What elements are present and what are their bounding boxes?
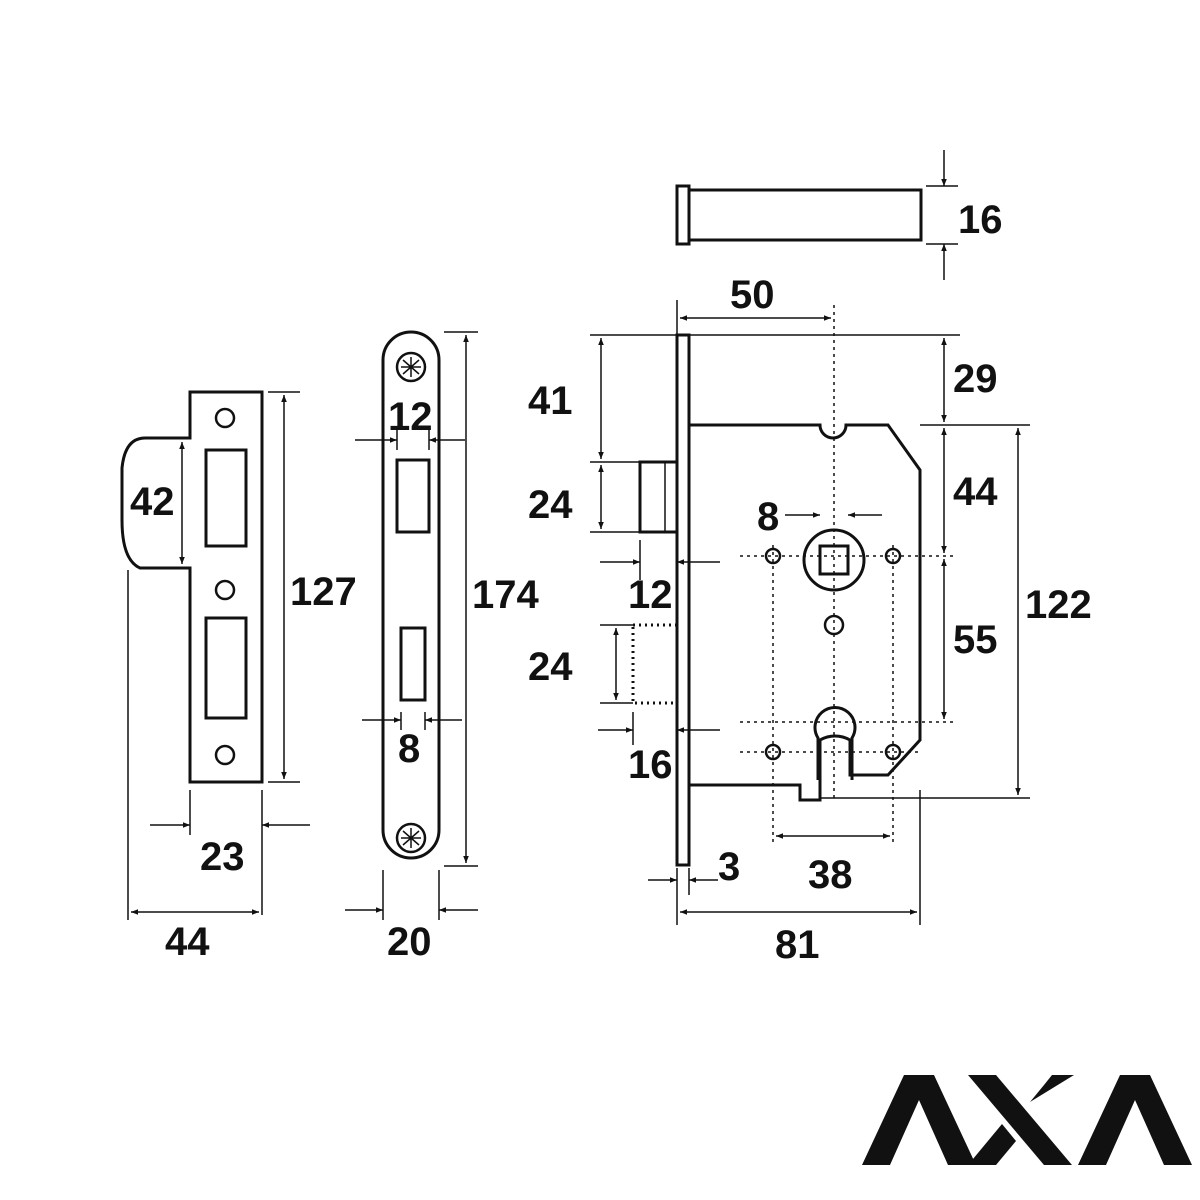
forend-to-case-label: 29	[953, 357, 998, 401]
forend-width-label: 20	[387, 920, 432, 964]
strike-total-width-label: 44	[165, 920, 210, 964]
top-to-latch-label: 41	[528, 379, 573, 423]
fixing-centres-label: 38	[808, 853, 853, 897]
bolt-height-label: 24	[528, 645, 573, 689]
forend-bolt-slot-label: 8	[398, 727, 420, 771]
forend-plate	[345, 330, 478, 920]
strike-lip-label: 42	[130, 480, 175, 524]
latch-projection-label: 12	[628, 573, 673, 617]
top-screw-icon	[395, 351, 427, 383]
backset-label: 50	[730, 273, 775, 317]
axa-logo	[862, 1075, 1192, 1165]
strike-width-label: 23	[200, 835, 245, 879]
case-height-label: 122	[1025, 583, 1092, 627]
latch-height-label: 24	[528, 483, 573, 527]
bolt-projection-label: 16	[628, 743, 673, 787]
lock-body	[590, 300, 1030, 925]
case-depth-label: 81	[775, 923, 820, 967]
follower-square-label: 8	[757, 495, 779, 539]
case-top-to-follower-label: 44	[953, 470, 998, 514]
forend-latch-slot-label: 12	[388, 395, 433, 439]
strike-plate	[120, 390, 310, 920]
forend-thickness-label: 3	[718, 845, 740, 889]
forend-height-label: 174	[472, 573, 539, 617]
cylinder-spindle	[675, 150, 958, 280]
strike-height-label: 127	[290, 570, 357, 614]
cylinder-height-label: 16	[958, 198, 1003, 242]
bottom-screw-icon	[395, 822, 427, 854]
centre-distance-label: 55	[953, 618, 998, 662]
